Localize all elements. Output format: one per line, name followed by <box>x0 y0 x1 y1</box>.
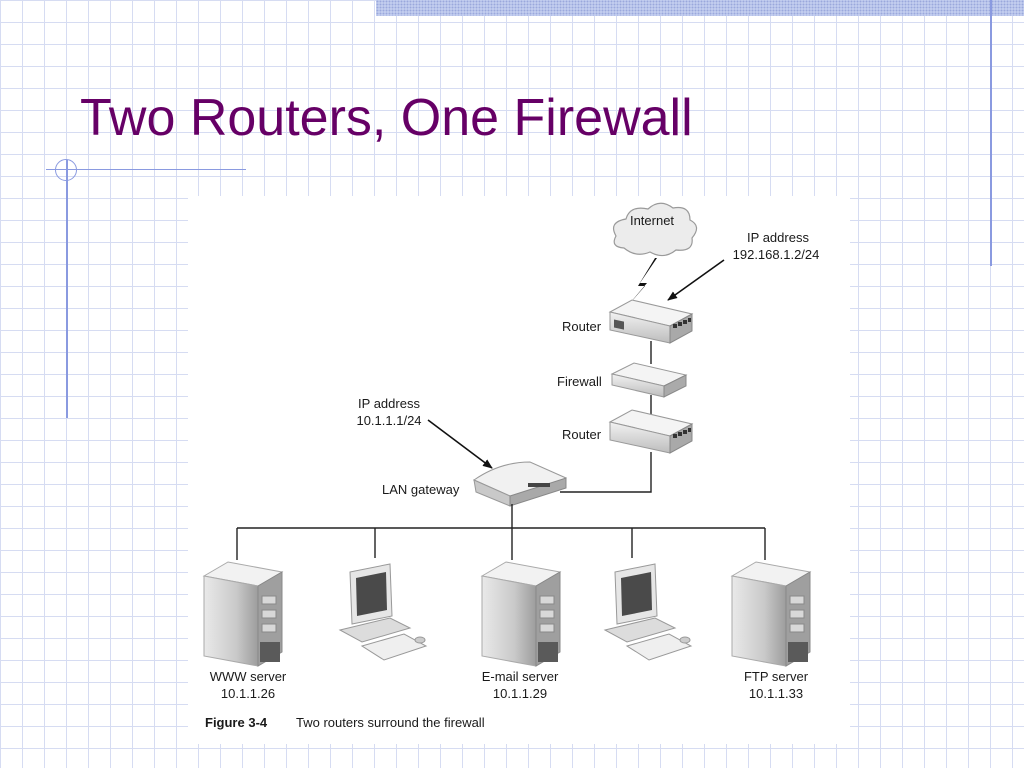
email-server-ip: 10.1.1.29 <box>493 686 547 701</box>
decorative-vertical-rule-left <box>66 160 68 418</box>
router-top-icon <box>608 299 694 344</box>
workstation-icon <box>603 563 693 661</box>
ip-left-arrow <box>427 419 493 469</box>
ftp-server-name: FTP server <box>744 669 809 684</box>
header-pattern-band <box>376 0 1024 16</box>
ip-address-left-value: 10.1.1.1/24 <box>356 413 421 428</box>
network-figure: Internet IP address 192.168.1.2/24 Route… <box>188 196 850 744</box>
ip-address-top-label: IP address <box>747 230 809 245</box>
router-bottom-label: Router <box>562 427 602 442</box>
www-server-icon <box>202 561 284 667</box>
internet-cloud-icon <box>613 202 698 257</box>
firewall-icon <box>610 362 688 398</box>
ftp-server-icon <box>730 561 812 667</box>
ip-address-left-label: IP address <box>358 396 420 411</box>
decorative-vertical-rule-right <box>990 0 992 266</box>
internet-label: Internet <box>630 213 674 228</box>
figure-caption-text: Two routers surround the firewall <box>296 715 485 730</box>
www-server-ip: 10.1.1.26 <box>221 686 275 701</box>
router-top-label: Router <box>562 319 602 334</box>
workstation-icon <box>338 563 428 661</box>
www-server-name: WWW server <box>210 669 287 684</box>
decorative-horizontal-rule <box>46 169 246 170</box>
wan-lightning-icon <box>625 258 657 309</box>
ftp-server-ip: 10.1.1.33 <box>749 686 803 701</box>
email-server-name: E-mail server <box>482 669 559 684</box>
router-bottom-icon <box>608 409 694 454</box>
slide-title: Two Routers, One Firewall <box>80 89 693 147</box>
email-server-icon <box>480 561 562 667</box>
lan-gateway-label: LAN gateway <box>382 482 460 497</box>
figure-caption-number: Figure 3-4 <box>205 715 268 730</box>
firewall-label: Firewall <box>557 374 602 389</box>
ip-address-top-value: 192.168.1.2/24 <box>733 247 820 262</box>
ip-top-arrow <box>667 259 725 301</box>
decorative-ring <box>55 159 77 181</box>
lan-gateway-icon <box>472 461 568 507</box>
